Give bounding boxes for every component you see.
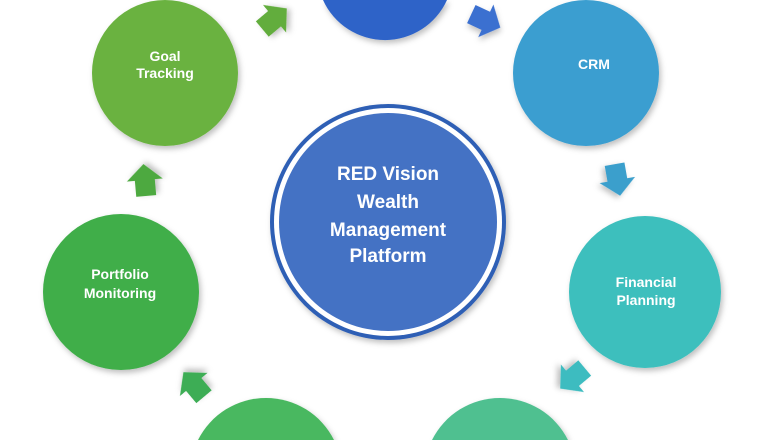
- financial-planning-label: Planning: [616, 292, 675, 308]
- arrow-icon: [125, 162, 165, 198]
- center-hub: [279, 113, 497, 331]
- arrow-icon: [548, 354, 597, 403]
- crm-label: CRM: [578, 56, 610, 72]
- portfolio-monitoring-label: Monitoring: [84, 285, 156, 301]
- node-financial-planning: [569, 216, 721, 368]
- node-crm: [513, 0, 659, 146]
- center-title-line: Management: [330, 220, 447, 241]
- node-portfolio-monitoring: [43, 214, 199, 370]
- goal-tracking-label: Tracking: [136, 65, 194, 81]
- financial-planning-label: Financial: [616, 274, 677, 290]
- arrow-icon: [169, 360, 218, 409]
- center-title-line: RED Vision: [337, 164, 439, 185]
- center-title-line: Wealth: [357, 192, 419, 213]
- arrow-icon: [463, 0, 508, 44]
- node-bottom-left: [198, 397, 334, 440]
- center-title-line: Platform: [349, 246, 426, 267]
- arrow-icon: [250, 0, 299, 43]
- arrow-icon: [596, 161, 638, 199]
- node-top: [323, 0, 447, 41]
- node-goal-tracking: [92, 0, 238, 146]
- portfolio-monitoring-label: Portfolio: [91, 266, 149, 282]
- node-bottom-right: [432, 397, 568, 440]
- goal-tracking-label: Goal: [149, 48, 180, 64]
